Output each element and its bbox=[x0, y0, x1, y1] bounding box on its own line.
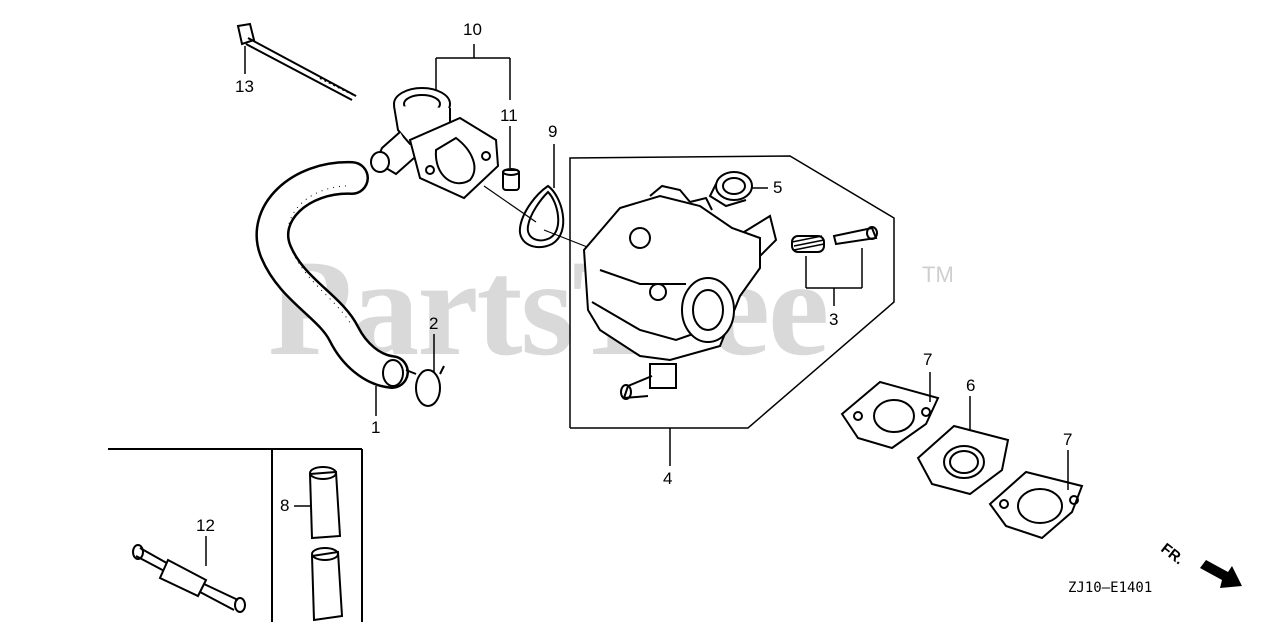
callout-11[interactable]: 11 bbox=[500, 106, 518, 125]
callout-bracket-3 bbox=[805, 248, 863, 306]
callout-7-upper[interactable]: 7 bbox=[923, 350, 933, 369]
callout-9[interactable]: 9 bbox=[548, 122, 558, 141]
direction-arrow-icon bbox=[1200, 560, 1242, 588]
fuel-filter-part[interactable] bbox=[132, 536, 246, 613]
watermark-trademark: TM bbox=[922, 262, 954, 287]
gasket-part-upper[interactable] bbox=[840, 380, 940, 450]
callout-8[interactable]: 8 bbox=[280, 496, 290, 515]
carburetor-part[interactable] bbox=[582, 184, 778, 400]
fuel-tube-part[interactable] bbox=[294, 466, 344, 622]
callout-4[interactable]: 4 bbox=[663, 469, 673, 488]
seal-ring-part[interactable] bbox=[708, 171, 768, 208]
callout-7-lower[interactable]: 7 bbox=[1063, 430, 1073, 449]
dowel-pin-part[interactable] bbox=[502, 168, 520, 191]
callout-1[interactable]: 1 bbox=[371, 418, 381, 437]
carburetor-group-outline bbox=[569, 155, 895, 429]
o-ring-part[interactable] bbox=[518, 184, 565, 249]
gasket-part-lower[interactable] bbox=[988, 470, 1084, 540]
assembly-guide-lines bbox=[483, 185, 601, 253]
callout-5[interactable]: 5 bbox=[773, 178, 783, 197]
bolt-part[interactable] bbox=[236, 22, 357, 101]
fuel-hose-part[interactable] bbox=[255, 160, 409, 389]
inset-frame bbox=[108, 448, 363, 622]
hose-clip-part[interactable] bbox=[405, 365, 445, 407]
callout-2[interactable]: 2 bbox=[429, 314, 439, 333]
callout-3[interactable]: 3 bbox=[829, 310, 839, 329]
intake-joint-part[interactable] bbox=[370, 87, 500, 200]
callout-10[interactable]: 10 bbox=[463, 20, 482, 39]
callout-12[interactable]: 12 bbox=[196, 516, 215, 535]
callout-6[interactable]: 6 bbox=[966, 376, 976, 395]
callout-13[interactable]: 13 bbox=[235, 77, 254, 96]
adjust-screw-set-part[interactable] bbox=[791, 226, 878, 253]
insulator-part[interactable] bbox=[916, 424, 1010, 496]
callout-leaders bbox=[244, 46, 1069, 490]
callout-bracket-10 bbox=[435, 44, 511, 100]
diagram-code: ZJ10—E1401 bbox=[1068, 580, 1153, 596]
